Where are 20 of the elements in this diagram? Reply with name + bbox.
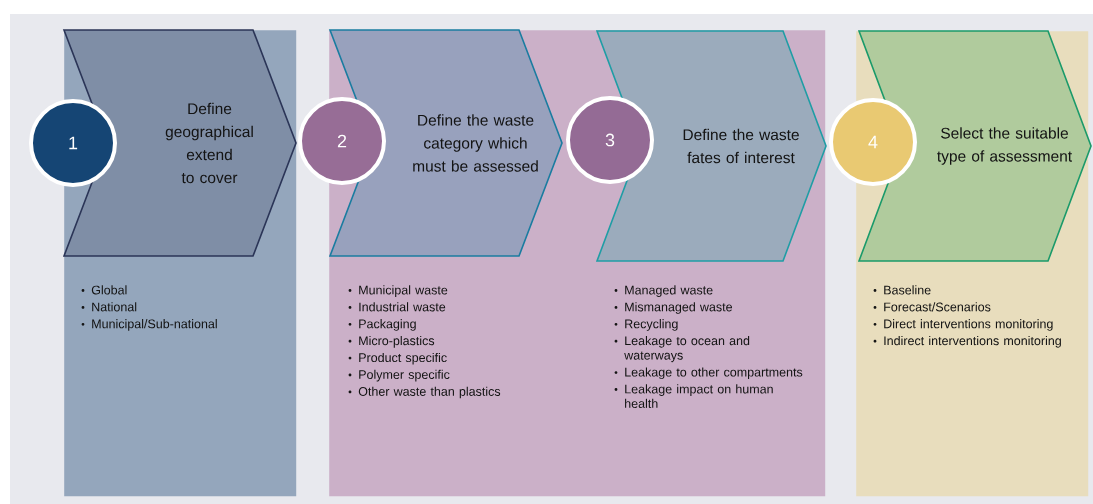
list-item: Leakage impact on human health bbox=[614, 384, 773, 408]
list-item: Polymer specific bbox=[348, 369, 450, 382]
list-item: Direct interventions monitoring bbox=[873, 319, 1053, 331]
list-item: Mismanaged waste bbox=[614, 302, 732, 314]
list-item: Leakage to ocean and waterways bbox=[614, 336, 750, 363]
list-item: National bbox=[81, 302, 137, 312]
list-item: Managed waste bbox=[614, 285, 713, 297]
list-item: Baseline bbox=[873, 285, 931, 295]
list-item: Municipal/Sub-national bbox=[81, 319, 217, 331]
list-item: Municipal waste bbox=[348, 285, 448, 297]
list-item: Indirect interventions monitoring bbox=[873, 336, 1061, 348]
list-item: Micro-plastics bbox=[348, 336, 435, 348]
list-item: Global bbox=[81, 285, 127, 295]
list-item: Product specific bbox=[348, 352, 447, 365]
list-item: Industrial waste bbox=[348, 302, 446, 312]
list-item: Forecast/Scenarios bbox=[873, 302, 991, 312]
list-item: Packaging bbox=[348, 319, 416, 331]
list-item: Recycling bbox=[614, 319, 678, 331]
list-item: Leakage to other compartments bbox=[614, 367, 803, 380]
list-item: Other waste than plastics bbox=[348, 386, 501, 399]
